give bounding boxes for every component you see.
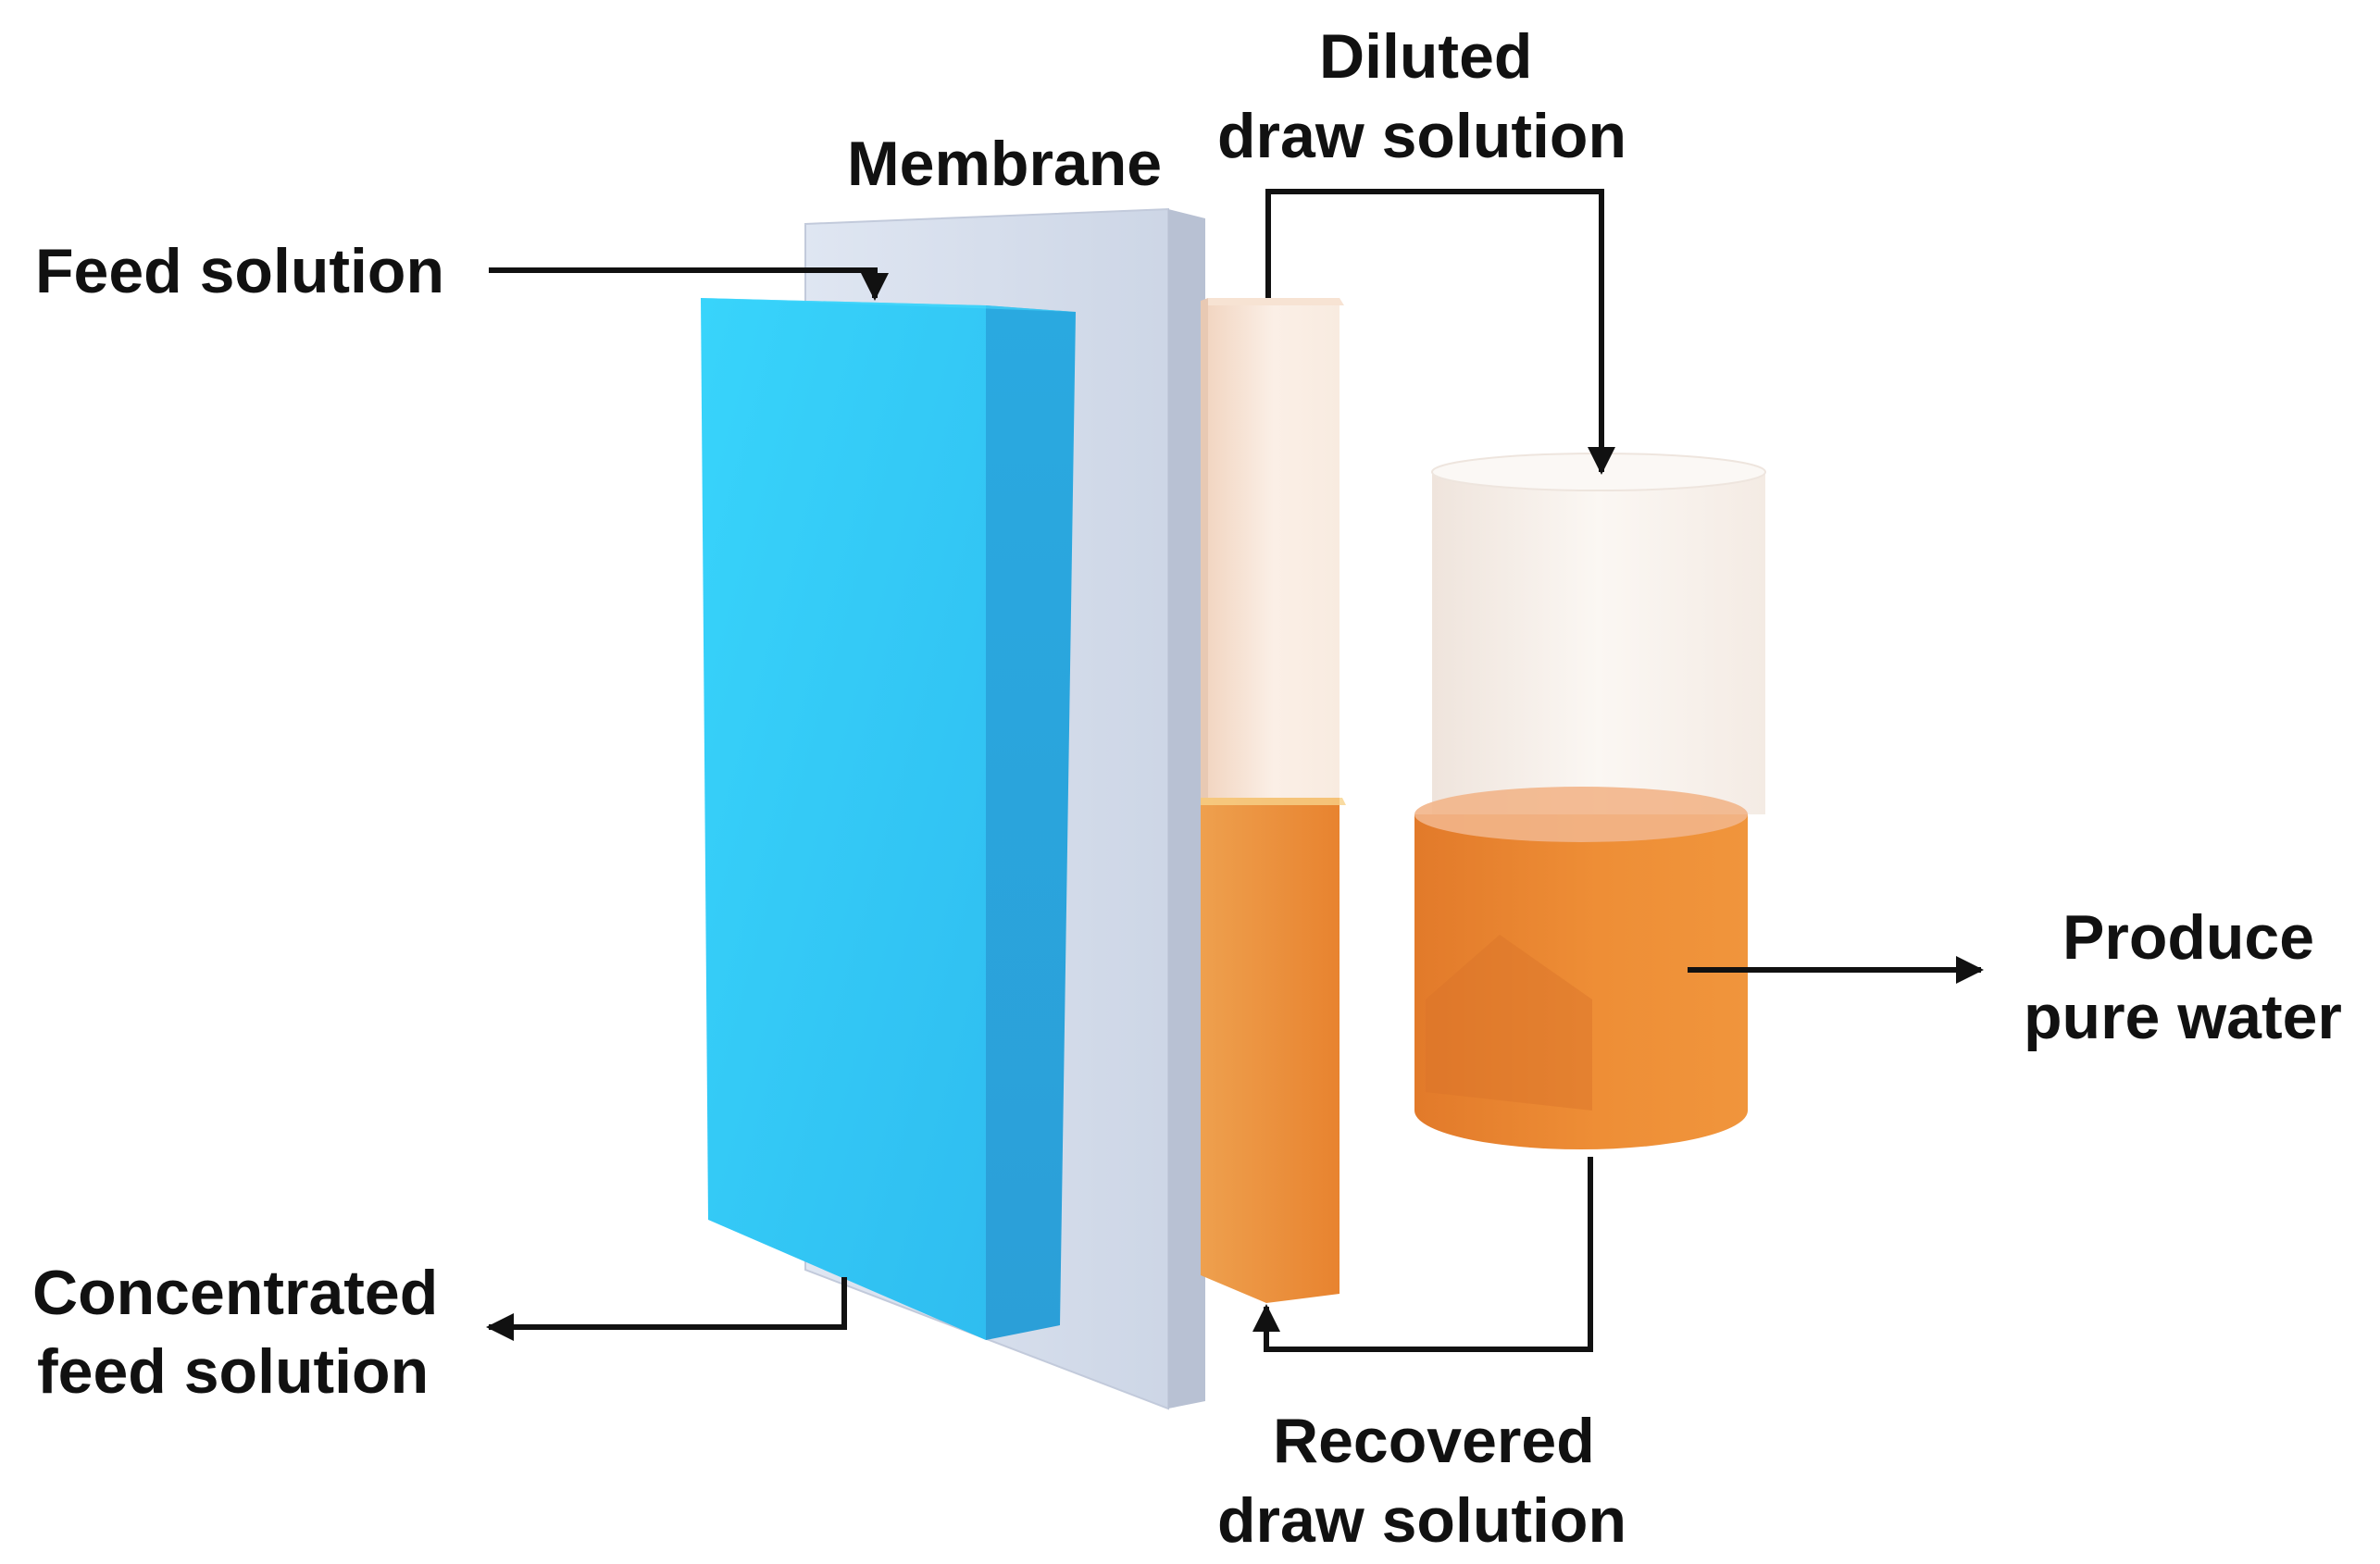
feed-channel xyxy=(701,298,1076,1340)
produce-water-label-line1: Produce xyxy=(2062,902,2314,973)
concentrated-feed-label-line2: feed solution xyxy=(37,1336,429,1407)
concentrated-outlet-arrow xyxy=(486,1277,847,1341)
membrane-label: Membrane xyxy=(847,129,1162,199)
recovered-draw-label-line2: draw solution xyxy=(1217,1485,1626,1556)
diluted-draw-arrow xyxy=(1265,189,1615,475)
feed-solution-label: Feed solution xyxy=(35,236,444,306)
concentrated-feed-label-line1: Concentrated xyxy=(32,1258,438,1328)
recovery-tank xyxy=(1414,453,1766,1149)
diluted-draw-label-line2: draw solution xyxy=(1217,101,1626,171)
produce-water-label-line2: pure water xyxy=(2024,982,2342,1052)
diluted-draw-label-line1: Diluted xyxy=(1319,21,1532,92)
flow-arrows xyxy=(486,189,1984,1352)
feed-inlet-arrow xyxy=(489,267,889,301)
recovered-draw-arrow xyxy=(1252,1157,1593,1352)
draw-channel xyxy=(1201,298,1346,1303)
recovered-draw-label-line1: Recovered xyxy=(1273,1406,1595,1476)
